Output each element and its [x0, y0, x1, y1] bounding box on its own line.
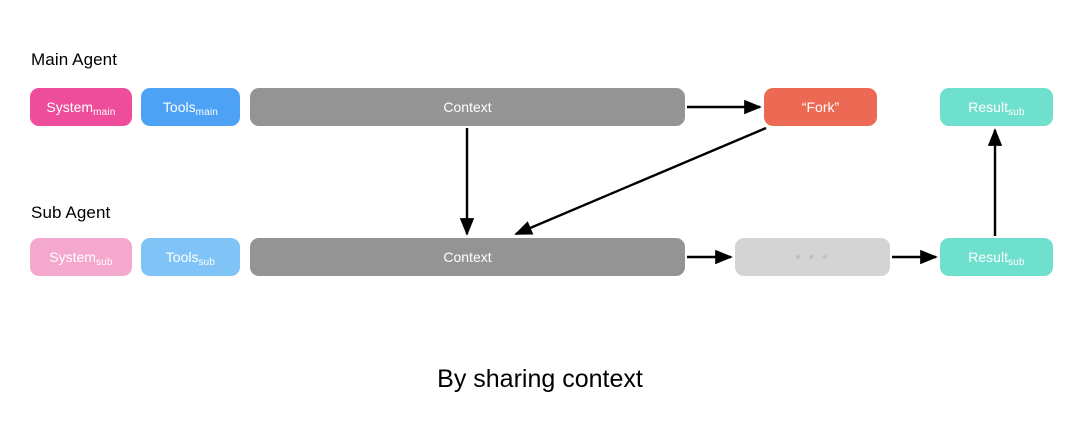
- node-system-main: Systemmain: [30, 88, 132, 126]
- node-label-result-main: Resultsub: [968, 98, 1025, 118]
- arrow-group: [459, 99, 1003, 265]
- node-tools-main: Toolsmain: [141, 88, 240, 126]
- node-fork: “Fork”: [764, 88, 877, 126]
- node-context-main: Context: [250, 88, 685, 126]
- node-subscript-system-main: main: [93, 106, 116, 118]
- node-subscript-tools-sub: sub: [198, 256, 216, 268]
- diagram-caption: By sharing context: [437, 365, 643, 393]
- node-label-system-main: Systemmain: [46, 98, 116, 118]
- node-label-ellipsis: • • •: [795, 248, 830, 266]
- node-label-context-main: Context: [443, 99, 492, 115]
- node-result-main: Resultsub: [940, 88, 1053, 126]
- node-subscript-result-main: sub: [1007, 106, 1025, 118]
- arrow-fork-to-context-sub: [514, 126, 767, 236]
- node-label-system-sub: Systemsub: [49, 248, 113, 268]
- node-label-tools-sub: Toolssub: [165, 248, 216, 268]
- node-label-result-sub: Resultsub: [968, 248, 1025, 268]
- node-system-sub: Systemsub: [30, 238, 132, 276]
- node-label-tools-main: Toolsmain: [162, 98, 219, 118]
- node-label-context-sub: Context: [443, 249, 492, 265]
- node-context-sub: Context: [250, 238, 685, 276]
- node-subscript-tools-main: main: [195, 106, 219, 118]
- node-subscript-system-sub: sub: [95, 256, 113, 268]
- node-result-sub: Resultsub: [940, 238, 1053, 276]
- node-label-fork: “Fork”: [801, 99, 840, 115]
- row-label-sub-agent: Sub Agent: [31, 203, 111, 222]
- node-tools-sub: Toolssub: [141, 238, 240, 276]
- node-subscript-result-sub: sub: [1007, 256, 1025, 268]
- row-label-main-agent: Main Agent: [31, 50, 118, 69]
- node-ellipsis: • • •: [735, 238, 890, 276]
